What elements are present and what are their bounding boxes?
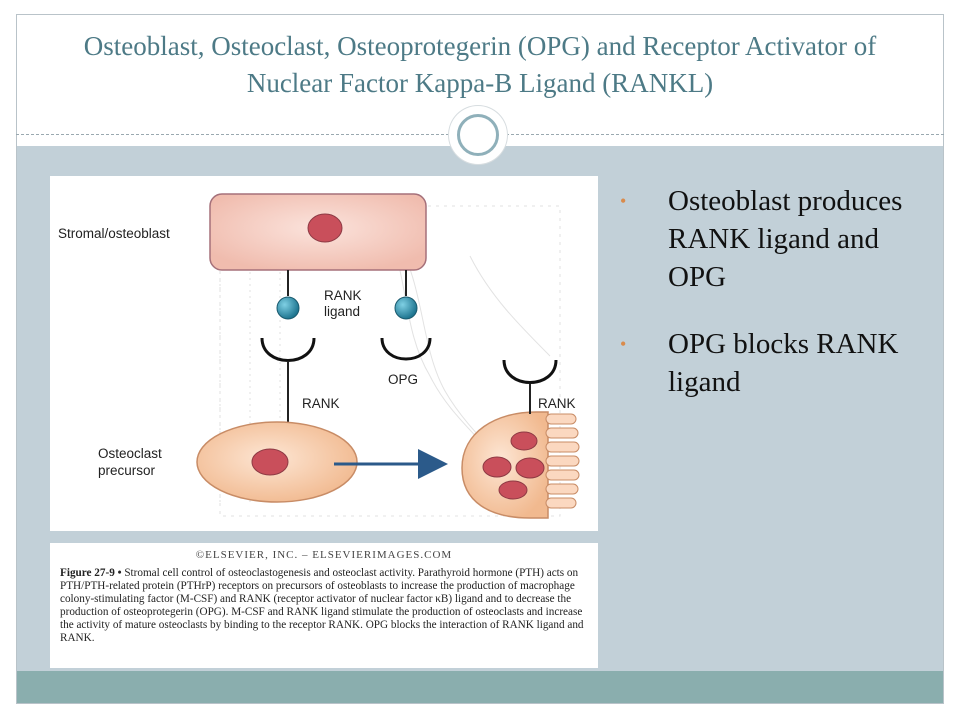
slide-title: Osteoblast, Osteoclast, Osteoprotegerin … — [83, 31, 877, 98]
decorative-ring-icon — [449, 106, 507, 164]
bullet-dot-icon: • — [620, 191, 627, 211]
figure-caption: ©ELSEVIER, INC. – ELSEVIERIMAGES.COM Fig… — [50, 543, 598, 668]
title-area: Osteoblast, Osteoclast, Osteoprotegerin … — [16, 14, 944, 134]
label-rank-ligand-1: RANK — [324, 288, 362, 303]
precursor-nucleus — [251, 448, 289, 476]
rank-receptor-right — [502, 359, 558, 384]
bullet-item: • OPG blocks RANK ligand — [610, 325, 930, 401]
label-opg: OPG — [388, 372, 418, 387]
diagram-svg: Stromal/osteoblast RANK ligand RANK OPG … — [58, 193, 580, 519]
stromal-nucleus — [307, 213, 343, 243]
ring-inner — [457, 114, 499, 156]
rankl-diagram: Stromal/osteoblast RANK ligand RANK OPG … — [50, 176, 598, 531]
label-rank-left: RANK — [302, 396, 340, 411]
mature-osteoclast — [461, 411, 580, 519]
bullet-list: • Osteoblast produces RANK ligand and OP… — [610, 182, 930, 430]
bullet-dot-icon: • — [620, 334, 627, 354]
caption-figure-label: Figure 27-9 • — [60, 567, 122, 579]
label-rank-ligand-2: ligand — [324, 304, 360, 319]
caption-text: Figure 27-9 • Stromal cell control of os… — [60, 567, 588, 645]
rank-ligand-ball-left — [276, 296, 300, 320]
rank-receptor-left — [260, 337, 316, 362]
bullet-item: • Osteoblast produces RANK ligand and OP… — [610, 182, 930, 296]
slide-frame — [16, 14, 944, 704]
bullet-text: OPG blocks RANK ligand — [668, 328, 899, 398]
caption-credit: ©ELSEVIER, INC. – ELSEVIERIMAGES.COM — [195, 549, 453, 561]
rank-ligand-ball-right — [394, 296, 418, 320]
label-precursor-1: Osteoclast — [98, 446, 162, 461]
caption-body: Stromal cell control of osteoclastogenes… — [60, 567, 584, 644]
footer-bar — [17, 671, 943, 703]
opg-receptor — [380, 337, 432, 361]
label-rank-right: RANK — [538, 396, 576, 411]
label-stromal: Stromal/osteoblast — [58, 226, 170, 241]
label-precursor-2: precursor — [98, 463, 156, 478]
bullet-text: Osteoblast produces RANK ligand and OPG — [668, 185, 903, 293]
